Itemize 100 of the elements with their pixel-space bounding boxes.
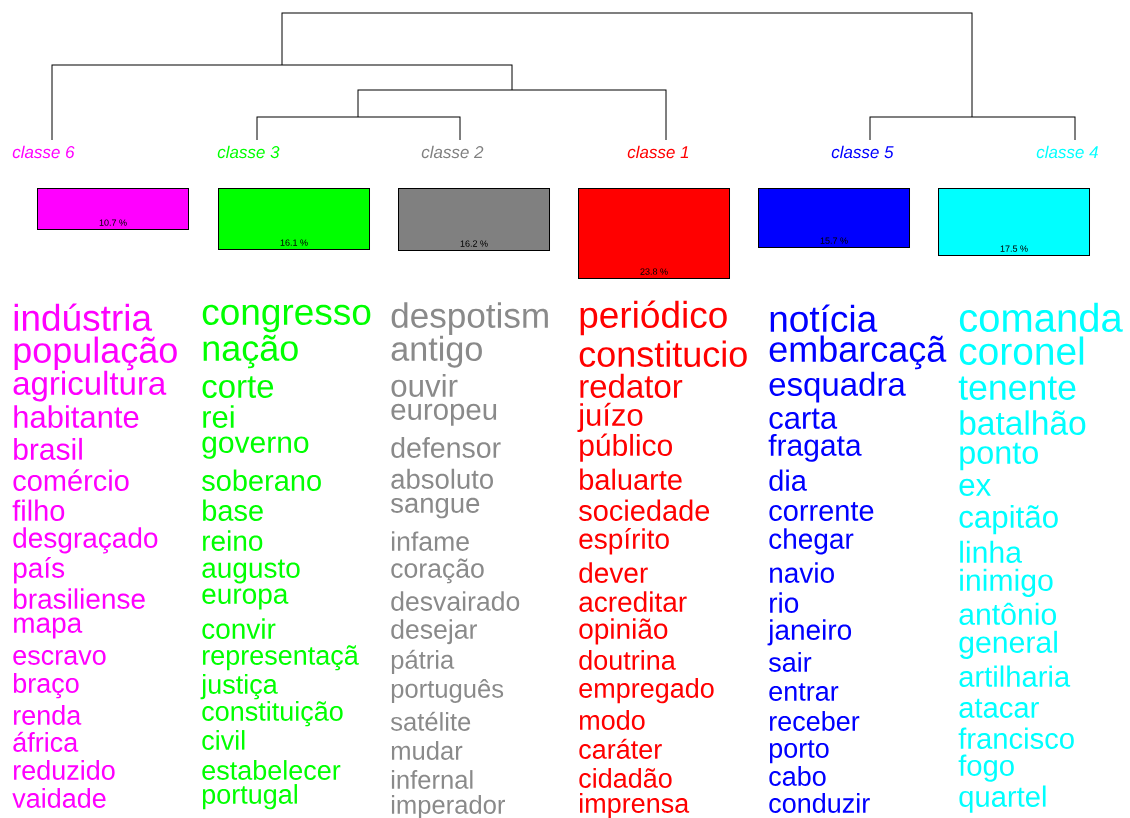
word: portugal: [202, 784, 297, 810]
word: esquadra: [769, 371, 906, 403]
word: agricultura: [13, 370, 167, 402]
word: espírito: [579, 528, 669, 555]
word: desvairado: [391, 591, 520, 611]
word: embarcaçã: [769, 335, 947, 370]
word: conduzir: [769, 793, 870, 813]
word: empregado: [579, 678, 714, 704]
word: infernal: [391, 770, 473, 789]
word: opinião: [579, 618, 668, 645]
word: civil: [202, 730, 245, 750]
word: comércio: [13, 469, 129, 491]
word: europeu: [391, 403, 497, 426]
word: sociedade: [579, 499, 710, 521]
percentage-label: 10.7 %: [99, 219, 127, 226]
word: receber: [770, 711, 860, 731]
class-label: classe 5: [831, 145, 894, 159]
word: periódico: [580, 300, 727, 336]
word: brasil: [14, 437, 82, 460]
word: antônio: [959, 602, 1056, 625]
word: representaçã: [203, 645, 359, 671]
word: coronel: [959, 336, 1084, 365]
word: dia: [769, 469, 807, 491]
word: ouvir: [391, 373, 458, 397]
word: estabelecer: [202, 760, 341, 780]
word: convir: [202, 618, 276, 639]
word: porto: [769, 740, 829, 764]
word: notícia: [770, 304, 878, 332]
word: constitucio: [579, 340, 747, 367]
word: linha: [960, 540, 1022, 563]
word: janeiro: [767, 619, 852, 646]
word: público: [580, 433, 672, 462]
word: desgraçado: [13, 527, 158, 554]
word: imperador: [391, 795, 505, 818]
word: general: [959, 630, 1057, 659]
word: batalhão: [960, 410, 1086, 435]
word: francisco: [958, 727, 1074, 749]
word: redator: [580, 373, 683, 398]
word: indústria: [14, 303, 153, 331]
word: caráter: [579, 738, 662, 759]
word: rio: [770, 592, 799, 613]
word: base: [203, 499, 263, 521]
word: atacar: [959, 698, 1039, 718]
word: país: [14, 557, 65, 584]
word: doutrina: [579, 650, 676, 670]
word: corte: [202, 376, 274, 398]
word: braço: [13, 673, 79, 699]
word: renda: [14, 705, 82, 725]
class-label: classe 1: [627, 145, 689, 159]
word: escravo: [13, 650, 106, 665]
percentage-label: 16.1 %: [280, 239, 308, 246]
word: fragata: [768, 433, 862, 462]
word: satélite: [390, 711, 471, 731]
word: carta: [769, 408, 838, 429]
word: cabo: [769, 766, 826, 786]
word: navio: [770, 562, 834, 583]
word: defensor: [391, 437, 501, 458]
word: ponto: [960, 442, 1038, 471]
word: sangue: [390, 497, 480, 519]
word: governo: [202, 436, 309, 459]
word: artilharia: [959, 665, 1071, 687]
word: coração: [391, 558, 484, 584]
word: sair: [768, 652, 812, 672]
word: áfrica: [13, 731, 79, 752]
word: europa: [202, 588, 289, 610]
word: desejar: [391, 619, 477, 645]
word: habitante: [14, 405, 139, 428]
word: tenente: [958, 376, 1076, 400]
word: brasiliense: [14, 588, 145, 609]
word: capitão: [959, 504, 1058, 535]
word: mudar: [391, 741, 463, 760]
word: despotism: [391, 302, 548, 335]
word: quartel: [959, 785, 1046, 813]
percentage-label: 16.2 %: [460, 240, 488, 247]
class-label: classe 4: [1036, 145, 1098, 159]
word: imprensa: [580, 793, 690, 818]
word: cidadão: [579, 768, 672, 788]
word: augusto: [202, 559, 300, 584]
word: juízo: [577, 402, 643, 433]
word: modo: [580, 710, 645, 730]
word: infame: [392, 531, 469, 551]
word: reino: [203, 530, 263, 551]
percentage-label: 15.7 %: [820, 237, 848, 244]
word: baluarte: [580, 468, 682, 490]
word: português: [391, 679, 504, 703]
word: soberano: [202, 469, 321, 491]
word: ex: [959, 478, 991, 496]
word: pátria: [391, 649, 455, 674]
word: comanda: [959, 302, 1123, 333]
word: população: [14, 336, 177, 371]
word: congresso: [202, 304, 371, 333]
word: acreditar: [579, 591, 687, 612]
percentage-label: 23.8 %: [640, 268, 668, 275]
class-label: classe 6: [12, 145, 75, 159]
word: inimigo: [960, 568, 1053, 597]
word: absoluto: [391, 468, 493, 489]
word: reduzido: [14, 760, 115, 780]
word: constituição: [202, 701, 343, 727]
word: nação: [203, 334, 298, 369]
word: entrar: [769, 683, 839, 701]
